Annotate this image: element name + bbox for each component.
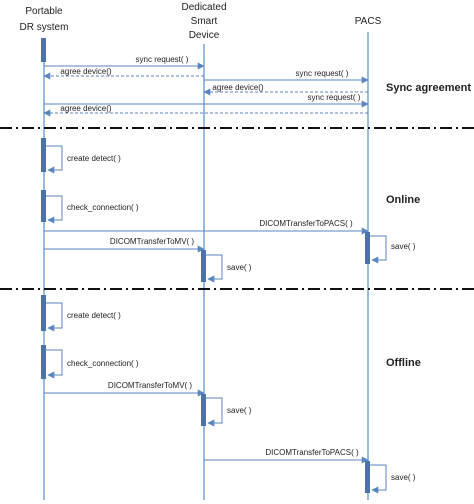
label-offline-dicom-to-pacs: DICOMTransferToPACS( )	[265, 448, 359, 457]
label-online-pacs-save: save( )	[391, 242, 416, 251]
label-sync-request-3: sync request( )	[308, 93, 361, 102]
actor-smart-device-line3: Device	[189, 30, 220, 41]
activation-dr-offline-create	[41, 295, 46, 331]
activation-pacs-offline-save	[365, 461, 370, 493]
self-arrow-offline-device-save	[206, 397, 223, 427]
self-arrow-online-device-save	[206, 254, 223, 283]
label-online-dicom-to-pacs: DICOMTransferToPACS( )	[259, 219, 353, 228]
actor-pacs: PACS	[355, 16, 382, 27]
actor-dr-system-line2: DR system	[20, 22, 69, 33]
activation-dr-offline-check	[41, 345, 46, 379]
activation-device-online-save	[201, 250, 206, 282]
activation-dr-online-check	[41, 190, 46, 222]
section-label-offline: Offline	[386, 357, 421, 369]
activation-dr-online-create	[41, 138, 46, 172]
actor-smart-device-line1: Dedicated	[181, 2, 226, 13]
label-online-dicom-to-mv: DICOMTransferToMV( )	[110, 237, 194, 246]
activation-pacs-online-save	[365, 232, 370, 264]
label-sync-request-2: sync request( )	[296, 69, 349, 78]
activation-dr-system-start	[41, 38, 46, 62]
label-agree-device-2: agree device()	[212, 83, 263, 92]
label-offline-device-save: save( )	[227, 406, 252, 415]
self-arrow-online-check-connection	[46, 195, 63, 224]
self-arrow-online-create-detect	[46, 145, 63, 174]
section-label-sync: Sync agreement	[386, 82, 471, 94]
label-sync-request-1: sync request( )	[136, 55, 189, 64]
actor-smart-device-line2: Smart	[191, 16, 218, 27]
label-offline-create-detect: create detect( )	[67, 311, 121, 320]
label-offline-pacs-save: save( )	[391, 473, 416, 482]
self-arrow-offline-pacs-save	[370, 464, 387, 494]
label-online-check-connection: check_connection( )	[67, 203, 139, 212]
self-arrow-offline-check-connection	[46, 349, 63, 379]
section-label-online: Online	[386, 194, 420, 206]
actor-dr-system-line1: Portable	[25, 6, 63, 17]
label-offline-check-connection: check_connection( )	[67, 359, 139, 368]
label-online-create-detect: create detect( )	[67, 154, 121, 163]
activation-device-offline-save	[201, 394, 206, 426]
self-arrow-online-pacs-save	[370, 235, 387, 264]
label-offline-dicom-to-mv: DICOMTransferToMV( )	[108, 381, 192, 390]
label-online-device-save: save( )	[227, 263, 252, 272]
label-agree-device-3: agree device()	[60, 104, 111, 113]
label-agree-device-1: agree device()	[60, 67, 111, 76]
self-arrow-offline-create-detect	[46, 302, 63, 332]
